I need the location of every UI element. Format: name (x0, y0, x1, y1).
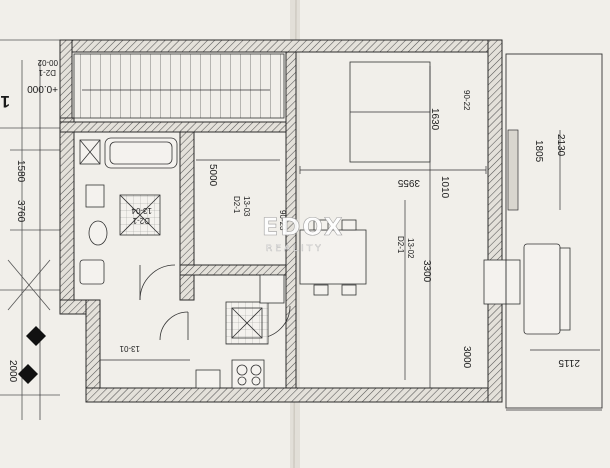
room-00-02-id: 00-02 (37, 58, 58, 67)
dim-2115: 2115 (558, 357, 580, 368)
living-furniture (299, 61, 571, 335)
dim-lines (39, 60, 600, 420)
dim-3000: 3000 (461, 346, 472, 369)
dim-3300: 3300 (421, 260, 432, 283)
room-13-03-code: D2-1 (232, 196, 241, 214)
dim-1630: 1630 (429, 108, 440, 131)
watermark-sub: REALITY (266, 244, 324, 254)
room-00-02-code: D2-1 (38, 68, 56, 77)
room-90-23-id: 90-23 (278, 210, 287, 231)
dim-3955: 3955 (397, 177, 420, 188)
dimension-texts: 3955 1010 3300 5000 2130 1805 2115 1630 … (7, 108, 580, 383)
room-13-04-id: 13-04 (131, 206, 152, 215)
room-labels: 13-02 D2-1 13-03 D2-1 13-04 D2-1 13-01 0… (37, 58, 471, 353)
section-markers (18, 326, 46, 384)
staircase (73, 53, 285, 119)
watermark: EDOX REALITY (262, 213, 344, 254)
room-13-01-id: 13-01 (119, 344, 140, 353)
dim-2130: 2130 (555, 134, 566, 157)
dim-1580: 1580 (15, 160, 26, 183)
dim-5000: 5000 (207, 164, 218, 187)
watermark-brand: EDOX (262, 213, 344, 241)
bathroom (79, 137, 178, 285)
room-13-02-code: D2-1 (396, 236, 405, 254)
margin-lines (0, 39, 64, 420)
room-90-22-id: 90-22 (462, 90, 471, 111)
level-mark: +0.000 (27, 83, 58, 94)
room-13-04-code: D2-1 (132, 216, 150, 225)
dim-1805: 1805 (533, 140, 544, 163)
balcony-rail (507, 129, 519, 211)
balcony (505, 53, 603, 409)
kitchen (195, 274, 285, 389)
room-13-02-id: 13-02 (406, 238, 415, 259)
room-13-03-id: 13-03 (242, 196, 251, 217)
walls (59, 39, 503, 403)
floor-label: 1NP (0, 92, 10, 111)
dim-3760: 3760 (15, 200, 26, 223)
dim-2000: 2000 (7, 360, 18, 383)
dim-1010: 1010 (439, 176, 450, 199)
